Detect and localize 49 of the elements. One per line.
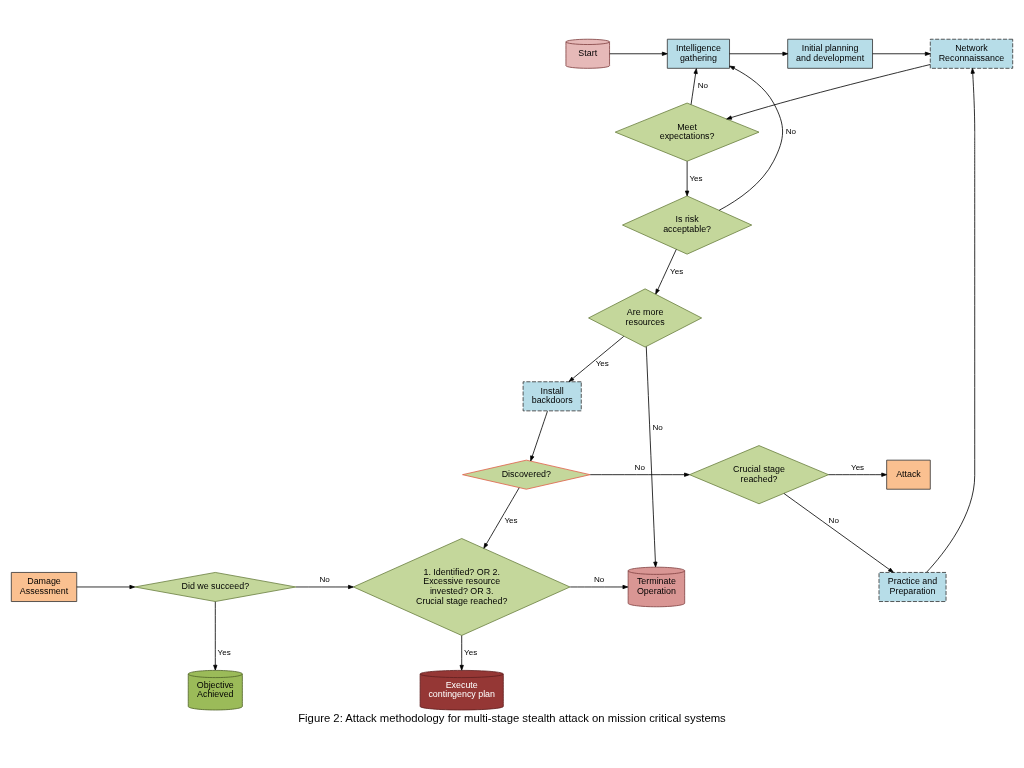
edge-label: No: [319, 575, 330, 585]
edge-label: Yes: [464, 647, 478, 657]
node-box: Network Reconnaissance: [929, 38, 1014, 69]
edge-label: No: [634, 462, 645, 472]
node-diamond: Crucial stage reached?: [689, 445, 829, 505]
arrow: [926, 68, 976, 573]
arrow: [483, 487, 520, 549]
arrow: [530, 410, 548, 462]
arrow: [726, 64, 931, 120]
edge-label: Yes: [595, 359, 609, 369]
arrow: [568, 335, 625, 382]
edge-label: Yes: [670, 266, 684, 276]
node-box: Damage Assessment: [10, 572, 78, 602]
arrow: [295, 584, 354, 590]
arrow: [589, 472, 690, 477]
arrow: [685, 160, 690, 197]
arrow: [783, 493, 894, 573]
node-diamond: 1. Identified? OR 2. Excessive resource invested? OR 3. Crucial stage reached?: [353, 538, 571, 636]
node-box: Practice and Preparation: [878, 572, 947, 602]
node-diamond: Is risk acceptable?: [622, 195, 753, 255]
edge-label: No: [828, 516, 839, 526]
edge-label: Yes: [504, 516, 518, 526]
edge-label: Yes: [689, 173, 703, 183]
arrow: [718, 65, 783, 211]
edge-label: No: [785, 127, 797, 137]
caption: Figure 2: Attack methodology for multi-stage stealth attack on mission critical systems: [298, 712, 726, 725]
node-diamond: Did we succeed?: [134, 572, 297, 602]
arrow: [872, 51, 931, 56]
edge-label: Yes: [851, 462, 865, 472]
node-diamond: Meet expectations?: [614, 102, 760, 162]
edge-label: Yes: [217, 647, 231, 657]
arrow: [645, 346, 658, 568]
arrow: [655, 248, 677, 295]
edge-label: No: [652, 423, 663, 433]
arrow: [729, 51, 789, 56]
arrow: [76, 584, 136, 590]
node-box: Initial planning and development: [787, 38, 873, 69]
node-box: Attack: [886, 459, 931, 490]
edge-label: No: [593, 575, 605, 585]
arrow: [459, 635, 464, 671]
arrow: [609, 51, 668, 56]
arrow: [569, 584, 629, 590]
node-box: Intelligence gathering: [666, 38, 730, 69]
arrow: [213, 601, 218, 671]
node-diamond: Discovered?: [462, 459, 591, 490]
arrow: [690, 68, 698, 105]
arrow: [828, 472, 887, 477]
edge-label: No: [697, 80, 709, 90]
node-box: Install backdoors: [522, 381, 582, 412]
